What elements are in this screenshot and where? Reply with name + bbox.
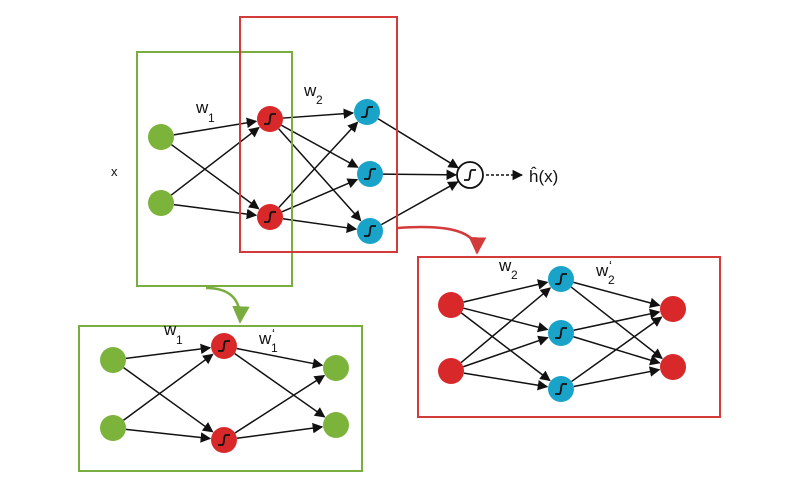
hidden2-node-2 bbox=[357, 161, 383, 187]
w1-ae-subscript: 1 bbox=[176, 333, 183, 347]
output-node bbox=[456, 161, 484, 189]
sigmoid-activation-icon bbox=[555, 327, 567, 339]
ae1-input-node-2-circle bbox=[100, 415, 126, 441]
w1-main-subscript: 1 bbox=[208, 111, 215, 125]
edge-a1i2-to-a1h1 bbox=[123, 353, 214, 421]
sigmoid-activation-icon bbox=[264, 113, 276, 125]
sigmoid-activation-icon bbox=[364, 168, 376, 180]
ae1-input-node-1 bbox=[100, 347, 126, 373]
ae2-hidden-node-1 bbox=[548, 266, 574, 292]
output-h-label: ĥ(x) bbox=[529, 167, 558, 186]
sigmoid-activation-icon bbox=[555, 273, 567, 285]
w2-ae-subscript: 2 bbox=[511, 268, 518, 282]
edge-a2h3-to-a2o2 bbox=[573, 366, 661, 388]
ae1-hidden-node-1 bbox=[211, 333, 237, 359]
ae1-output-node-2 bbox=[323, 412, 349, 438]
ae2-output-node-2 bbox=[660, 354, 686, 380]
sigmoid-activation-icon bbox=[555, 383, 567, 395]
hidden2-node-3 bbox=[357, 218, 383, 244]
sigmoid-activation-icon bbox=[218, 434, 230, 446]
edge-a2i2-to-a2h3 bbox=[463, 372, 549, 391]
edge-in1-to-h1a bbox=[173, 117, 258, 136]
edge-a2h3-to-a2o1 bbox=[571, 316, 663, 383]
w1-prime-ae-prime: ‘ bbox=[272, 326, 275, 341]
edge-a2i1-to-a2h3 bbox=[460, 312, 551, 382]
edge-a2i1-to-a2h2 bbox=[463, 307, 549, 333]
edge-a1h2-to-a1o1 bbox=[234, 374, 326, 434]
edge-a2h1-to-a2o2 bbox=[570, 286, 663, 359]
edge-a2i1-to-a2h1 bbox=[463, 279, 549, 303]
edge-h1a-to-h2c bbox=[278, 128, 362, 222]
ae2-hidden-node-3 bbox=[548, 376, 574, 402]
network-nodes bbox=[100, 99, 686, 453]
sigmoid-activation-icon bbox=[361, 106, 373, 118]
ae2-output-node-1-circle bbox=[660, 296, 686, 322]
edge-h1a-to-h2b bbox=[281, 124, 359, 168]
sigmoid-activation-icon bbox=[264, 211, 276, 223]
w2-main-label: w bbox=[303, 81, 317, 100]
ae1-output-node-1-circle bbox=[323, 355, 349, 381]
edge-a2i2-to-a2h2 bbox=[463, 335, 549, 368]
edge-h1b-to-h2c bbox=[282, 218, 358, 233]
ae2-input-node-2 bbox=[438, 358, 464, 384]
input-node-1 bbox=[148, 124, 174, 150]
input-node-2 bbox=[148, 190, 174, 216]
ae1-output-node-1 bbox=[323, 355, 349, 381]
edge-in2-to-h1a bbox=[170, 126, 260, 196]
red-connector-arrow bbox=[397, 225, 487, 255]
autoencoder1-green-box bbox=[78, 325, 363, 472]
w2-prime-ae-prime: ‘ bbox=[609, 258, 612, 273]
edge-a2h2-to-a2o1 bbox=[573, 308, 661, 332]
edge-h1b-to-h2a bbox=[278, 121, 359, 208]
layer2-red-box bbox=[239, 16, 398, 253]
network-edges bbox=[123, 108, 663, 443]
w2-prime-ae-subscript: 2 bbox=[608, 273, 615, 287]
edge-h2b-to-out bbox=[382, 169, 458, 181]
ae1-hidden-node-2 bbox=[211, 427, 237, 453]
edge-a1i1-to-a1h1 bbox=[125, 343, 212, 360]
green-connector-arrow bbox=[205, 286, 250, 324]
w1-ae-label: w bbox=[163, 320, 177, 339]
edge-h1b-to-h2b bbox=[281, 178, 359, 213]
ae2-output-node-1 bbox=[660, 296, 686, 322]
edge-in2-to-h1b bbox=[173, 203, 258, 220]
ae2-output-node-2-circle bbox=[660, 354, 686, 380]
hidden2-node-1 bbox=[354, 99, 380, 125]
ae1-input-node-1-circle bbox=[100, 347, 126, 373]
edge-a1i1-to-a1h2 bbox=[123, 366, 214, 433]
hidden1-node-2 bbox=[257, 204, 283, 230]
input-node-2-circle bbox=[148, 190, 174, 216]
layer1-green-box bbox=[136, 51, 293, 287]
w1-main-label: w bbox=[195, 98, 209, 117]
input-node-1-circle bbox=[148, 124, 174, 150]
sigmoid-activation-icon bbox=[464, 169, 476, 181]
input-x-label: x bbox=[111, 164, 118, 179]
autoencoder2-red-box bbox=[417, 256, 721, 418]
ae2-input-node-1 bbox=[438, 292, 464, 318]
w2-prime-ae-label: w bbox=[595, 261, 609, 280]
ae2-input-node-1-circle bbox=[438, 292, 464, 318]
ae1-output-node-2-circle bbox=[323, 412, 349, 438]
w2-ae-label: w bbox=[498, 256, 512, 275]
sigmoid-activation-icon bbox=[218, 340, 230, 352]
edge-h2c-to-out bbox=[380, 181, 459, 226]
edge-a1h1-to-a1o1 bbox=[236, 347, 324, 369]
sigmoid-activation-icon bbox=[364, 225, 376, 237]
ae1-input-node-2 bbox=[100, 415, 126, 441]
edge-a1h1-to-a1o2 bbox=[234, 352, 326, 418]
edge-a2i2-to-a2h1 bbox=[460, 287, 552, 364]
edge-h1a-to-h2a bbox=[282, 108, 355, 119]
edge-a1h2-to-a1o2 bbox=[236, 422, 324, 440]
edge-a1i2-to-a1h2 bbox=[125, 428, 212, 443]
w1-prime-ae-label: w bbox=[258, 329, 272, 348]
ae2-hidden-node-2 bbox=[548, 320, 574, 346]
w1-prime-ae-subscript: 1 bbox=[271, 341, 278, 355]
ae2-input-node-2-circle bbox=[438, 358, 464, 384]
edge-a2h1-to-a2o1 bbox=[573, 281, 661, 309]
edge-h2a-to-out bbox=[377, 118, 459, 169]
edge-in1-to-h1b bbox=[171, 144, 260, 210]
hidden1-node-1 bbox=[257, 106, 283, 132]
w2-main-subscript: 2 bbox=[316, 93, 323, 107]
